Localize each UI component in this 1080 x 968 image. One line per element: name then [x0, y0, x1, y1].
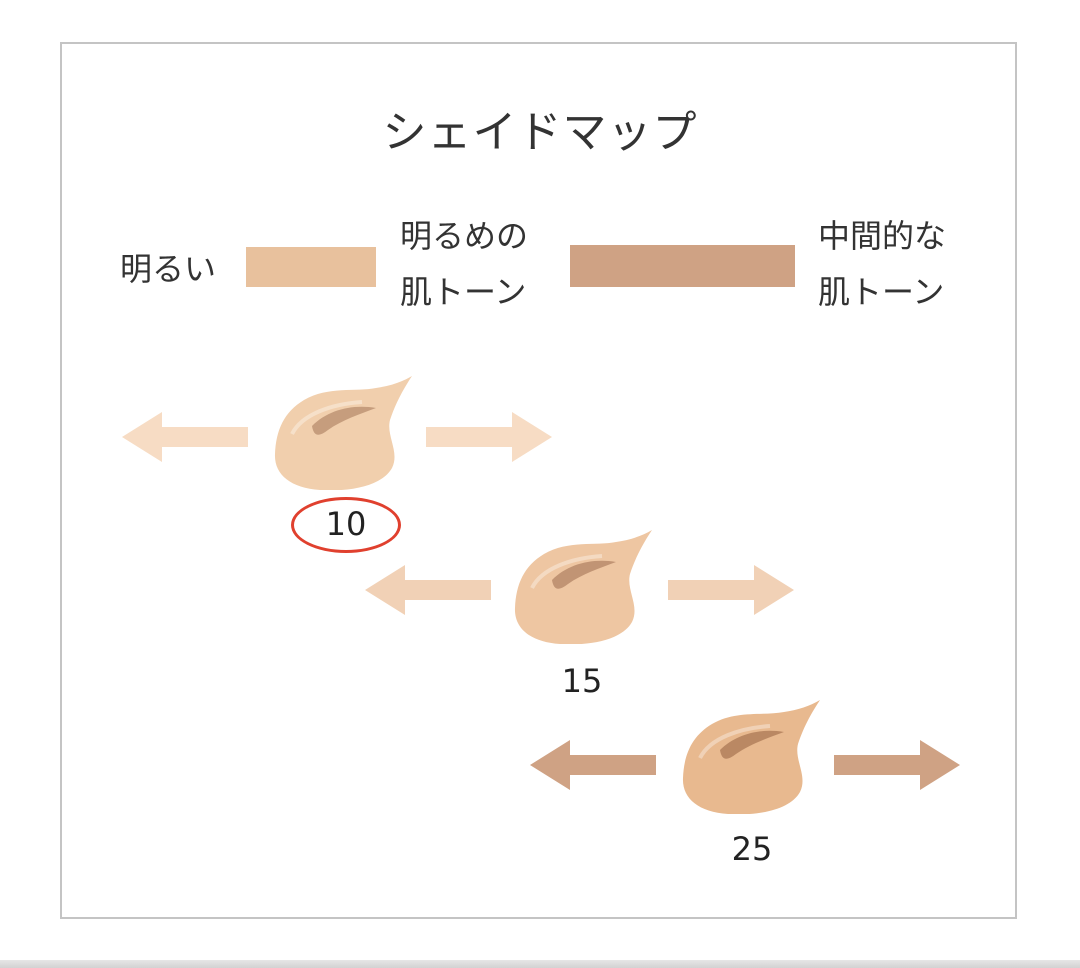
shade-15-left-arrow — [365, 565, 491, 615]
shade-25-swatch-drop — [682, 700, 820, 814]
legend-light-tone-label: 明るめの 肌トーン — [400, 217, 529, 311]
shade-10-left-arrow — [122, 412, 248, 462]
shade-25-right-arrow — [834, 740, 960, 790]
shade-10-swatch-drop — [274, 376, 412, 490]
legend-light-label: 明るい — [120, 250, 217, 288]
shade-25-left-arrow — [530, 740, 656, 790]
legend-medium-tone-label: 中間的な 肌トーン — [818, 217, 947, 311]
shade-15-right-arrow — [668, 565, 794, 615]
bottom-divider — [0, 960, 1080, 968]
shade-10-right-arrow — [426, 412, 552, 462]
shade-10-selected-ring — [291, 497, 401, 553]
shade-25-number: 25 — [731, 830, 773, 868]
page-title: シェイドマップ — [382, 107, 698, 158]
legend-light-tone-swatch — [246, 247, 376, 287]
shade-15-number: 15 — [561, 662, 603, 700]
legend-medium-tone-swatch — [570, 245, 795, 287]
shade-15-swatch-drop — [514, 530, 652, 644]
